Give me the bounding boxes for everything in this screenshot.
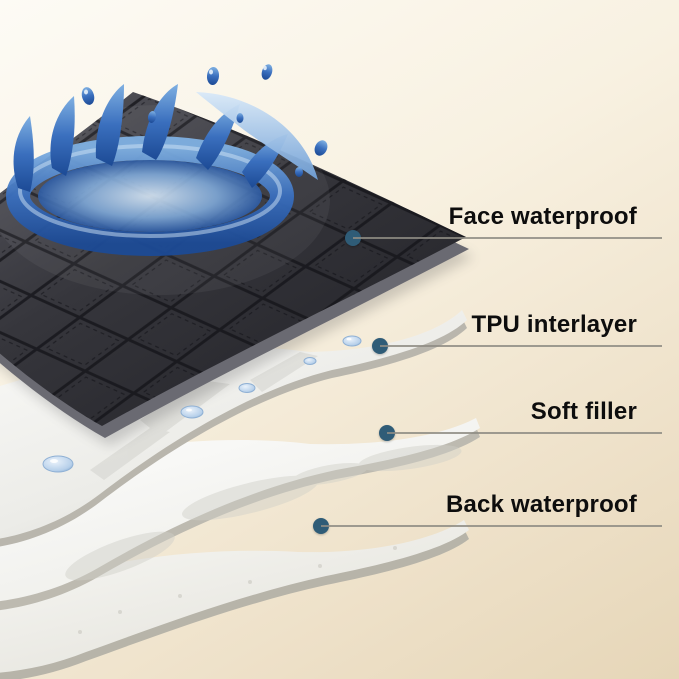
water-beads-graphic	[42, 335, 362, 473]
splash-swoosh	[196, 92, 318, 180]
water-splash-graphic	[6, 64, 328, 256]
splash-droplets	[81, 64, 328, 177]
layer-back-waterproof-graphic	[0, 520, 469, 679]
back-layer-texture	[78, 546, 397, 634]
filler-fluff-texture	[65, 444, 462, 581]
